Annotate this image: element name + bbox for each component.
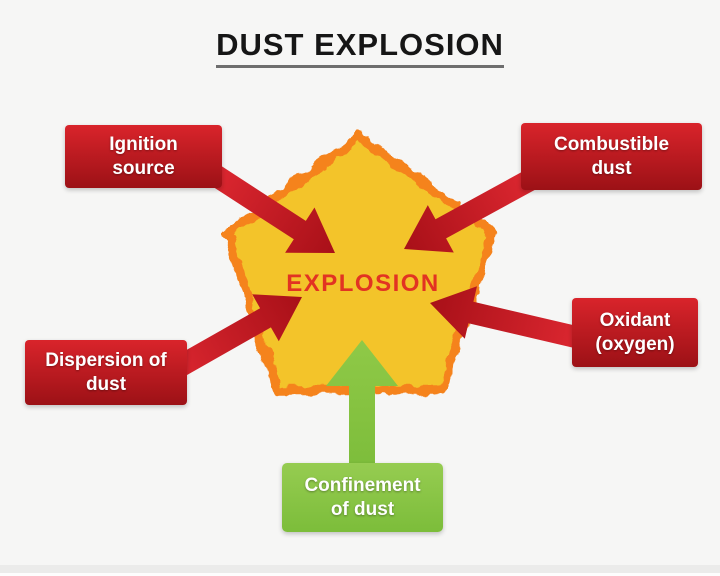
factor-box-confinement-of-dust: Confinement of dust (282, 463, 443, 532)
bottom-edge-band (0, 565, 720, 573)
oxidant-oxygen-arrow (430, 286, 583, 349)
factor-box-combustible-dust: Combustible dust (521, 123, 702, 190)
dispersion-of-dust-arrow (164, 294, 302, 382)
combustible-dust-arrow (404, 170, 536, 253)
bottom-edge-white (0, 573, 720, 576)
ignition-source-arrow (209, 165, 335, 253)
confinement-of-dust-arrow (326, 340, 398, 468)
page-title-text: DUST EXPLOSION (216, 27, 504, 68)
factor-box-oxidant-oxygen: Oxidant (oxygen) (572, 298, 698, 367)
factor-box-ignition-source: Ignition source (65, 125, 222, 188)
explosion-label: EXPLOSION (286, 270, 440, 297)
page-title: DUST EXPLOSION (0, 26, 720, 68)
factor-box-dispersion-of-dust: Dispersion of dust (25, 340, 187, 405)
